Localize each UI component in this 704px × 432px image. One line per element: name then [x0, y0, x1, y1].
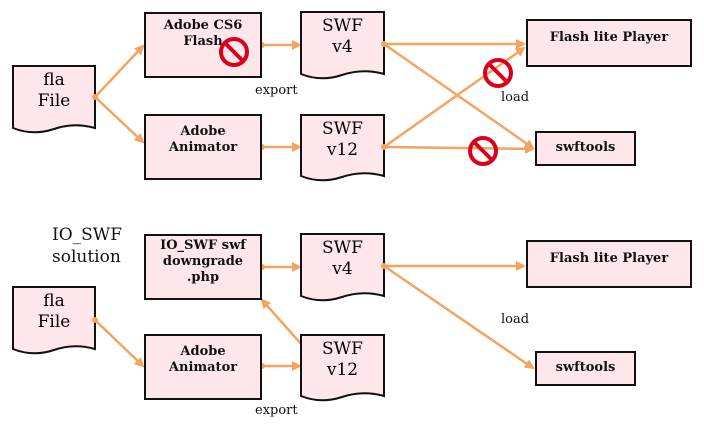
swf4-doc-bottom	[300, 233, 385, 302]
arrow-swf12-to-swftools	[383, 143, 535, 154]
export-label-top: export	[255, 83, 298, 98]
no-entry-icon	[219, 37, 249, 67]
fla-file-text-bottom: fla File	[37, 291, 71, 332]
arrow-fla2-to-animator2	[94, 319, 145, 368]
load-label-bottom: load	[501, 312, 530, 327]
flash-lite-player-box-top: Flash lite Player	[526, 19, 692, 67]
arrow-fla-to-cs6	[94, 44, 145, 98]
no-entry-icon	[468, 136, 498, 166]
flash-lite-player-box-bottom: Flash lite Player	[526, 240, 692, 288]
swf-v4-text-bottom: SWF v4	[322, 238, 363, 279]
fla-file-text-top: fla File	[37, 70, 71, 111]
arrow-swf4-to-swftools	[383, 42, 535, 150]
swftools-box-top: swftools	[535, 131, 636, 166]
swf-v4-text-top: SWF v4	[322, 16, 363, 57]
load-label-top: load	[501, 90, 530, 105]
export-label-bottom: export	[255, 403, 298, 418]
adobe-animator-box-bottom: Adobe Animator	[144, 334, 262, 400]
swf4-doc-top	[300, 11, 385, 80]
io-swf-downgrade-box: IO_SWF swf downgrade .php	[144, 234, 262, 300]
arrow-fla-to-animator	[94, 96, 145, 144]
dot	[381, 41, 387, 47]
dot	[92, 317, 98, 323]
fla-file-doc-bottom	[12, 286, 96, 355]
io-swf-solution-title: IO_SWF solution	[52, 225, 123, 267]
adobe-animator-box-top: Adobe Animator	[144, 114, 262, 180]
adobe-cs6-flash-box: Adobe CS6 Flash	[144, 12, 262, 78]
fla-file-doc-top	[12, 65, 96, 134]
swf12-doc-bottom	[300, 334, 385, 402]
no-entry-icon	[483, 58, 513, 88]
swf-v12-text-bottom: SWF v12	[322, 339, 363, 380]
dot	[381, 263, 387, 269]
swf-v12-text-top: SWF v12	[322, 119, 363, 160]
arrow-swf12-2-to-downgrade	[260, 298, 303, 346]
dot	[92, 94, 98, 100]
swftools-box-bottom: swftools	[535, 351, 636, 386]
swf12-doc-top	[300, 114, 385, 182]
dot	[381, 144, 387, 150]
arrow-swf4-2-to-swftools2	[383, 264, 535, 370]
arrow-swf12-to-flashlite	[383, 46, 526, 149]
